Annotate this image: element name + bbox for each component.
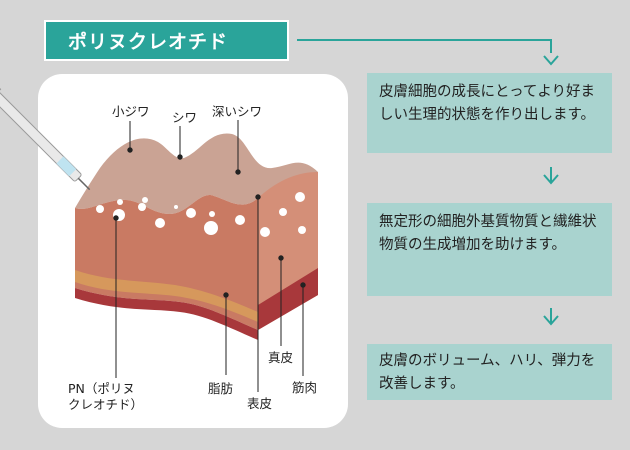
label-epidermis: 表皮	[247, 396, 273, 411]
label-deep-wrinkle: 深いシワ	[212, 104, 263, 119]
label-muscle: 筋肉	[292, 380, 318, 395]
page-title: ポリヌクレオチド	[68, 31, 229, 53]
connector-line	[297, 39, 552, 41]
arrow-down-icon	[543, 308, 559, 326]
fat-layer-band	[75, 270, 258, 322]
arrow-down-icon	[543, 55, 559, 66]
info-box-2: 無定形の細胞外基質物質と繊維状物質の生成増加を助けます。	[367, 203, 612, 296]
syringe-icon	[0, 81, 91, 191]
label-small-wrinkle: 小ジワ	[112, 104, 150, 119]
label-fat: 脂肪	[208, 381, 234, 396]
label-dermis: 真皮	[268, 350, 294, 365]
skin-top-surface	[75, 133, 318, 214]
leader-lines	[113, 120, 306, 392]
title-badge: ポリヌクレオチド	[44, 20, 289, 61]
info-box-text: 皮膚細胞の成長にとってより好ましい生理的状態を作り出します。	[379, 84, 596, 123]
label-wrinkle: シワ	[172, 110, 198, 125]
info-box-3: 皮膚のボリューム、ハリ、弾力を改善します。	[367, 344, 612, 400]
connector-line-down	[550, 39, 552, 53]
info-box-1: 皮膚細胞の成長にとってより好ましい生理的状態を作り出します。	[367, 73, 612, 153]
label-pn-line1: PN（ポリヌ	[68, 381, 135, 396]
info-box-text: 皮膚のボリューム、ハリ、弾力を改善します。	[379, 353, 596, 392]
info-box-text: 無定形の細胞外基質物質と繊維状物質の生成増加を助けます。	[379, 214, 597, 253]
arrow-down-icon	[543, 167, 559, 185]
muscle-layer-band	[75, 288, 258, 340]
label-pn-line2: クレオチド）	[68, 397, 144, 412]
